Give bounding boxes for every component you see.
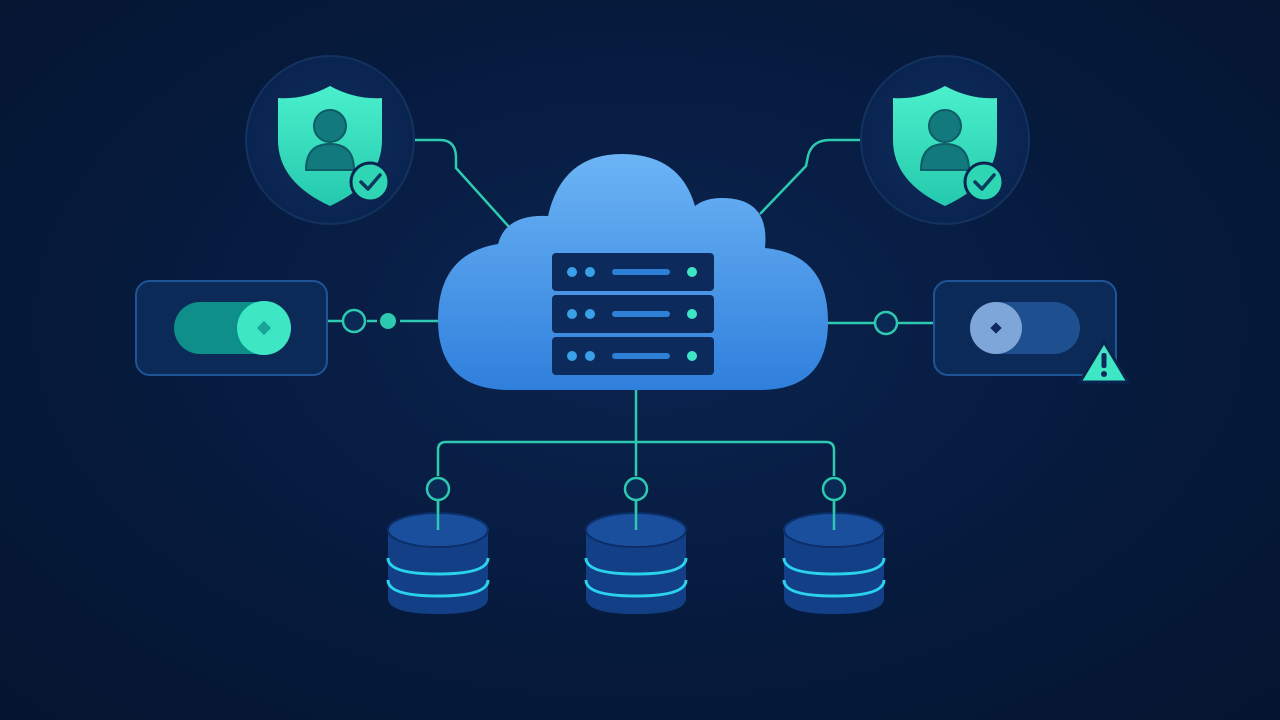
checkmark-badge-icon — [963, 161, 1005, 203]
server-unit — [552, 337, 714, 375]
database-icon — [584, 512, 688, 614]
junction-node — [873, 310, 899, 336]
edge-identity-left-cloud — [415, 138, 511, 229]
warning-triangle-icon — [1078, 340, 1130, 384]
server-unit — [552, 295, 714, 333]
database-1[interactable] — [386, 512, 490, 614]
junction-node — [425, 476, 451, 502]
junction-node — [623, 476, 649, 502]
database-icon — [386, 512, 490, 614]
junction-node — [341, 308, 367, 334]
identity-left[interactable] — [245, 55, 415, 225]
toggle-switch-on[interactable] — [174, 301, 291, 355]
edge-identity-right-cloud — [759, 138, 862, 215]
identity-right[interactable] — [860, 55, 1030, 225]
junction-dots — [341, 308, 899, 502]
toggle-left[interactable] — [135, 280, 328, 376]
server-rack-icon — [552, 253, 714, 375]
database-2[interactable] — [584, 512, 688, 614]
checkmark-badge-icon — [349, 161, 391, 203]
server-unit — [552, 253, 714, 291]
db-entry-lines — [436, 501, 836, 530]
junction-node — [821, 476, 847, 502]
toggle-switch-off[interactable] — [970, 302, 1080, 354]
toggle-right[interactable] — [933, 280, 1130, 384]
junction-node — [380, 313, 396, 329]
edge-cloud-bus — [436, 390, 836, 476]
